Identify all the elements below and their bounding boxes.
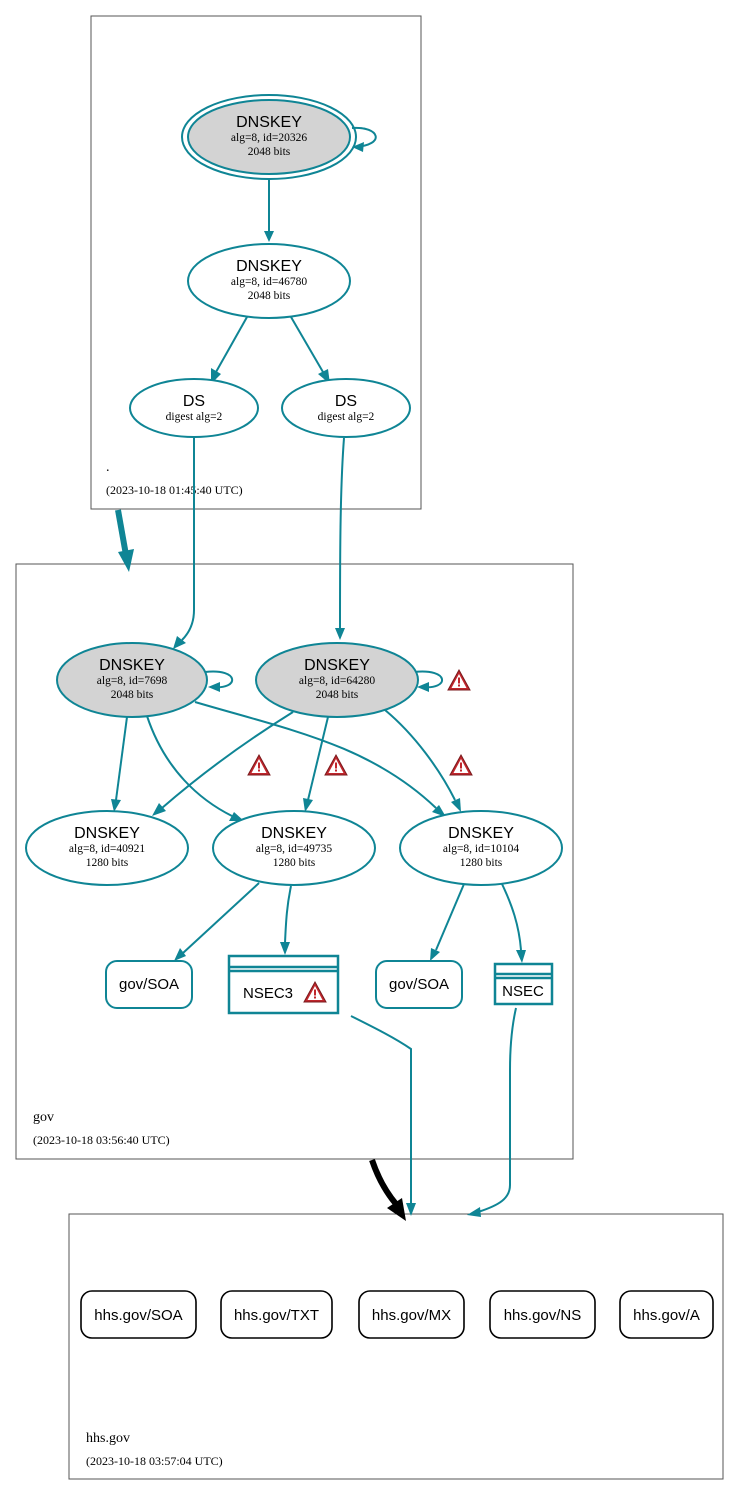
node-label: hhs.gov/A (633, 1307, 700, 1324)
node-label: hhs.gov/SOA (94, 1307, 182, 1324)
node-root-zsk: DNSKEY alg=8, id=46780 2048 bits (187, 243, 351, 319)
edge-gov-hhs-delegation (369, 1159, 399, 1206)
edge-nsec-hhs (477, 1007, 517, 1213)
node-label: gov/SOA (389, 976, 449, 993)
edge-root-gov-delegation (115, 509, 129, 556)
edge-ksk1-zsk1 (115, 716, 128, 801)
node-detail: alg=8, id=10104 (443, 843, 519, 855)
node-hhs-soa: hhs.gov/SOA (80, 1290, 197, 1339)
zone-gov-name: gov (33, 1110, 54, 1125)
edge-nsec3-hhs (350, 1015, 412, 1205)
node-label: NSEC (502, 983, 544, 1000)
node-ds-2: DS digest alg=2 (281, 378, 411, 438)
node-detail: 1280 bits (273, 857, 316, 869)
node-detail: alg=8, id=64280 (299, 675, 375, 687)
node-detail: 2048 bits (248, 290, 291, 302)
node-hhs-mx: hhs.gov/MX (358, 1290, 465, 1339)
node-gov-ksk-64280: DNSKEY alg=8, id=64280 2048 bits (255, 642, 419, 718)
node-hhs-a: hhs.gov/A (619, 1290, 714, 1339)
node-gov-zsk-10104: DNSKEY alg=8, id=10104 1280 bits (399, 810, 563, 886)
node-nsec3: NSEC3 (227, 954, 340, 1015)
edge-ksk1-zsk2 (146, 715, 233, 817)
edge-ksk2-zsk3 (384, 709, 456, 801)
warning-icon (247, 754, 271, 776)
edge-ksk2-zsk1 (161, 711, 294, 809)
node-title: DNSKEY (236, 114, 302, 131)
node-detail: alg=8, id=20326 (231, 132, 307, 144)
node-title: DNSKEY (74, 825, 140, 842)
edge-gov-ksk2-self (413, 670, 443, 689)
warning-icon (447, 669, 471, 691)
node-label: gov/SOA (119, 976, 179, 993)
zone-gov-box (15, 563, 574, 1160)
edge-ksk2-zsk2 (307, 716, 329, 801)
zone-hhs-box (68, 1213, 724, 1480)
node-ds-1: DS digest alg=2 (129, 378, 259, 438)
node-nsec: NSEC (493, 962, 554, 1006)
node-detail: digest alg=2 (166, 411, 223, 423)
zone-root-name: . (106, 460, 110, 475)
node-title: DNSKEY (99, 657, 165, 674)
node-detail: 1280 bits (86, 857, 129, 869)
edge-zsk-ds2 (290, 316, 324, 373)
node-label: hhs.gov/MX (372, 1307, 451, 1324)
node-title: DS (183, 393, 205, 410)
node-gov-soa-1: gov/SOA (105, 960, 193, 1009)
node-label: NSEC3 (243, 985, 293, 1002)
zone-root-timestamp: (2023-10-18 01:45:40 UTC) (106, 483, 243, 497)
node-title: DNSKEY (236, 258, 302, 275)
edge-ds1-gov-ksk1 (181, 438, 195, 641)
node-label: hhs.gov/TXT (234, 1307, 319, 1324)
zone-hhs-timestamp: (2023-10-18 03:57:04 UTC) (86, 1454, 223, 1468)
node-title: DS (335, 393, 357, 410)
node-hhs-txt: hhs.gov/TXT (220, 1290, 333, 1339)
node-detail: 2048 bits (111, 689, 154, 701)
node-label: hhs.gov/NS (504, 1307, 582, 1324)
node-gov-zsk-40921: DNSKEY alg=8, id=40921 1280 bits (25, 810, 189, 886)
edge-ds2-gov-ksk2 (339, 437, 345, 631)
zone-hhs-name: hhs.gov (86, 1431, 130, 1446)
node-detail: alg=8, id=49735 (256, 843, 332, 855)
node-detail: alg=8, id=46780 (231, 276, 307, 288)
node-gov-soa-2: gov/SOA (375, 960, 463, 1009)
zone-root-box (90, 15, 422, 510)
node-detail: alg=8, id=40921 (69, 843, 145, 855)
node-title: DNSKEY (261, 825, 327, 842)
warning-icon (449, 754, 473, 776)
edge-zsk3-soa2 (435, 883, 465, 951)
node-root-ksk: DNSKEY alg=8, id=20326 2048 bits (181, 94, 357, 180)
warning-icon (324, 754, 348, 776)
node-gov-ksk-7698: DNSKEY alg=8, id=7698 2048 bits (56, 642, 208, 718)
node-gov-zsk-49735: DNSKEY alg=8, id=49735 1280 bits (212, 810, 376, 886)
node-title: DNSKEY (448, 825, 514, 842)
node-hhs-ns: hhs.gov/NS (489, 1290, 596, 1339)
node-title: DNSKEY (304, 657, 370, 674)
node-detail: digest alg=2 (318, 411, 375, 423)
edge-zsk2-soa1 (182, 882, 260, 954)
node-detail: alg=8, id=7698 (97, 675, 168, 687)
edge-zsk3-nsec (501, 883, 522, 951)
edges (111, 126, 526, 1221)
node-detail: 1280 bits (460, 857, 503, 869)
edge-ksk1-zsk3 (194, 701, 437, 809)
node-detail: 2048 bits (248, 146, 291, 158)
node-detail: 2048 bits (316, 689, 359, 701)
zone-gov-timestamp: (2023-10-18 03:56:40 UTC) (33, 1133, 170, 1147)
edge-zsk-ds1 (215, 316, 248, 373)
edge-zsk2-nsec3 (284, 885, 292, 944)
